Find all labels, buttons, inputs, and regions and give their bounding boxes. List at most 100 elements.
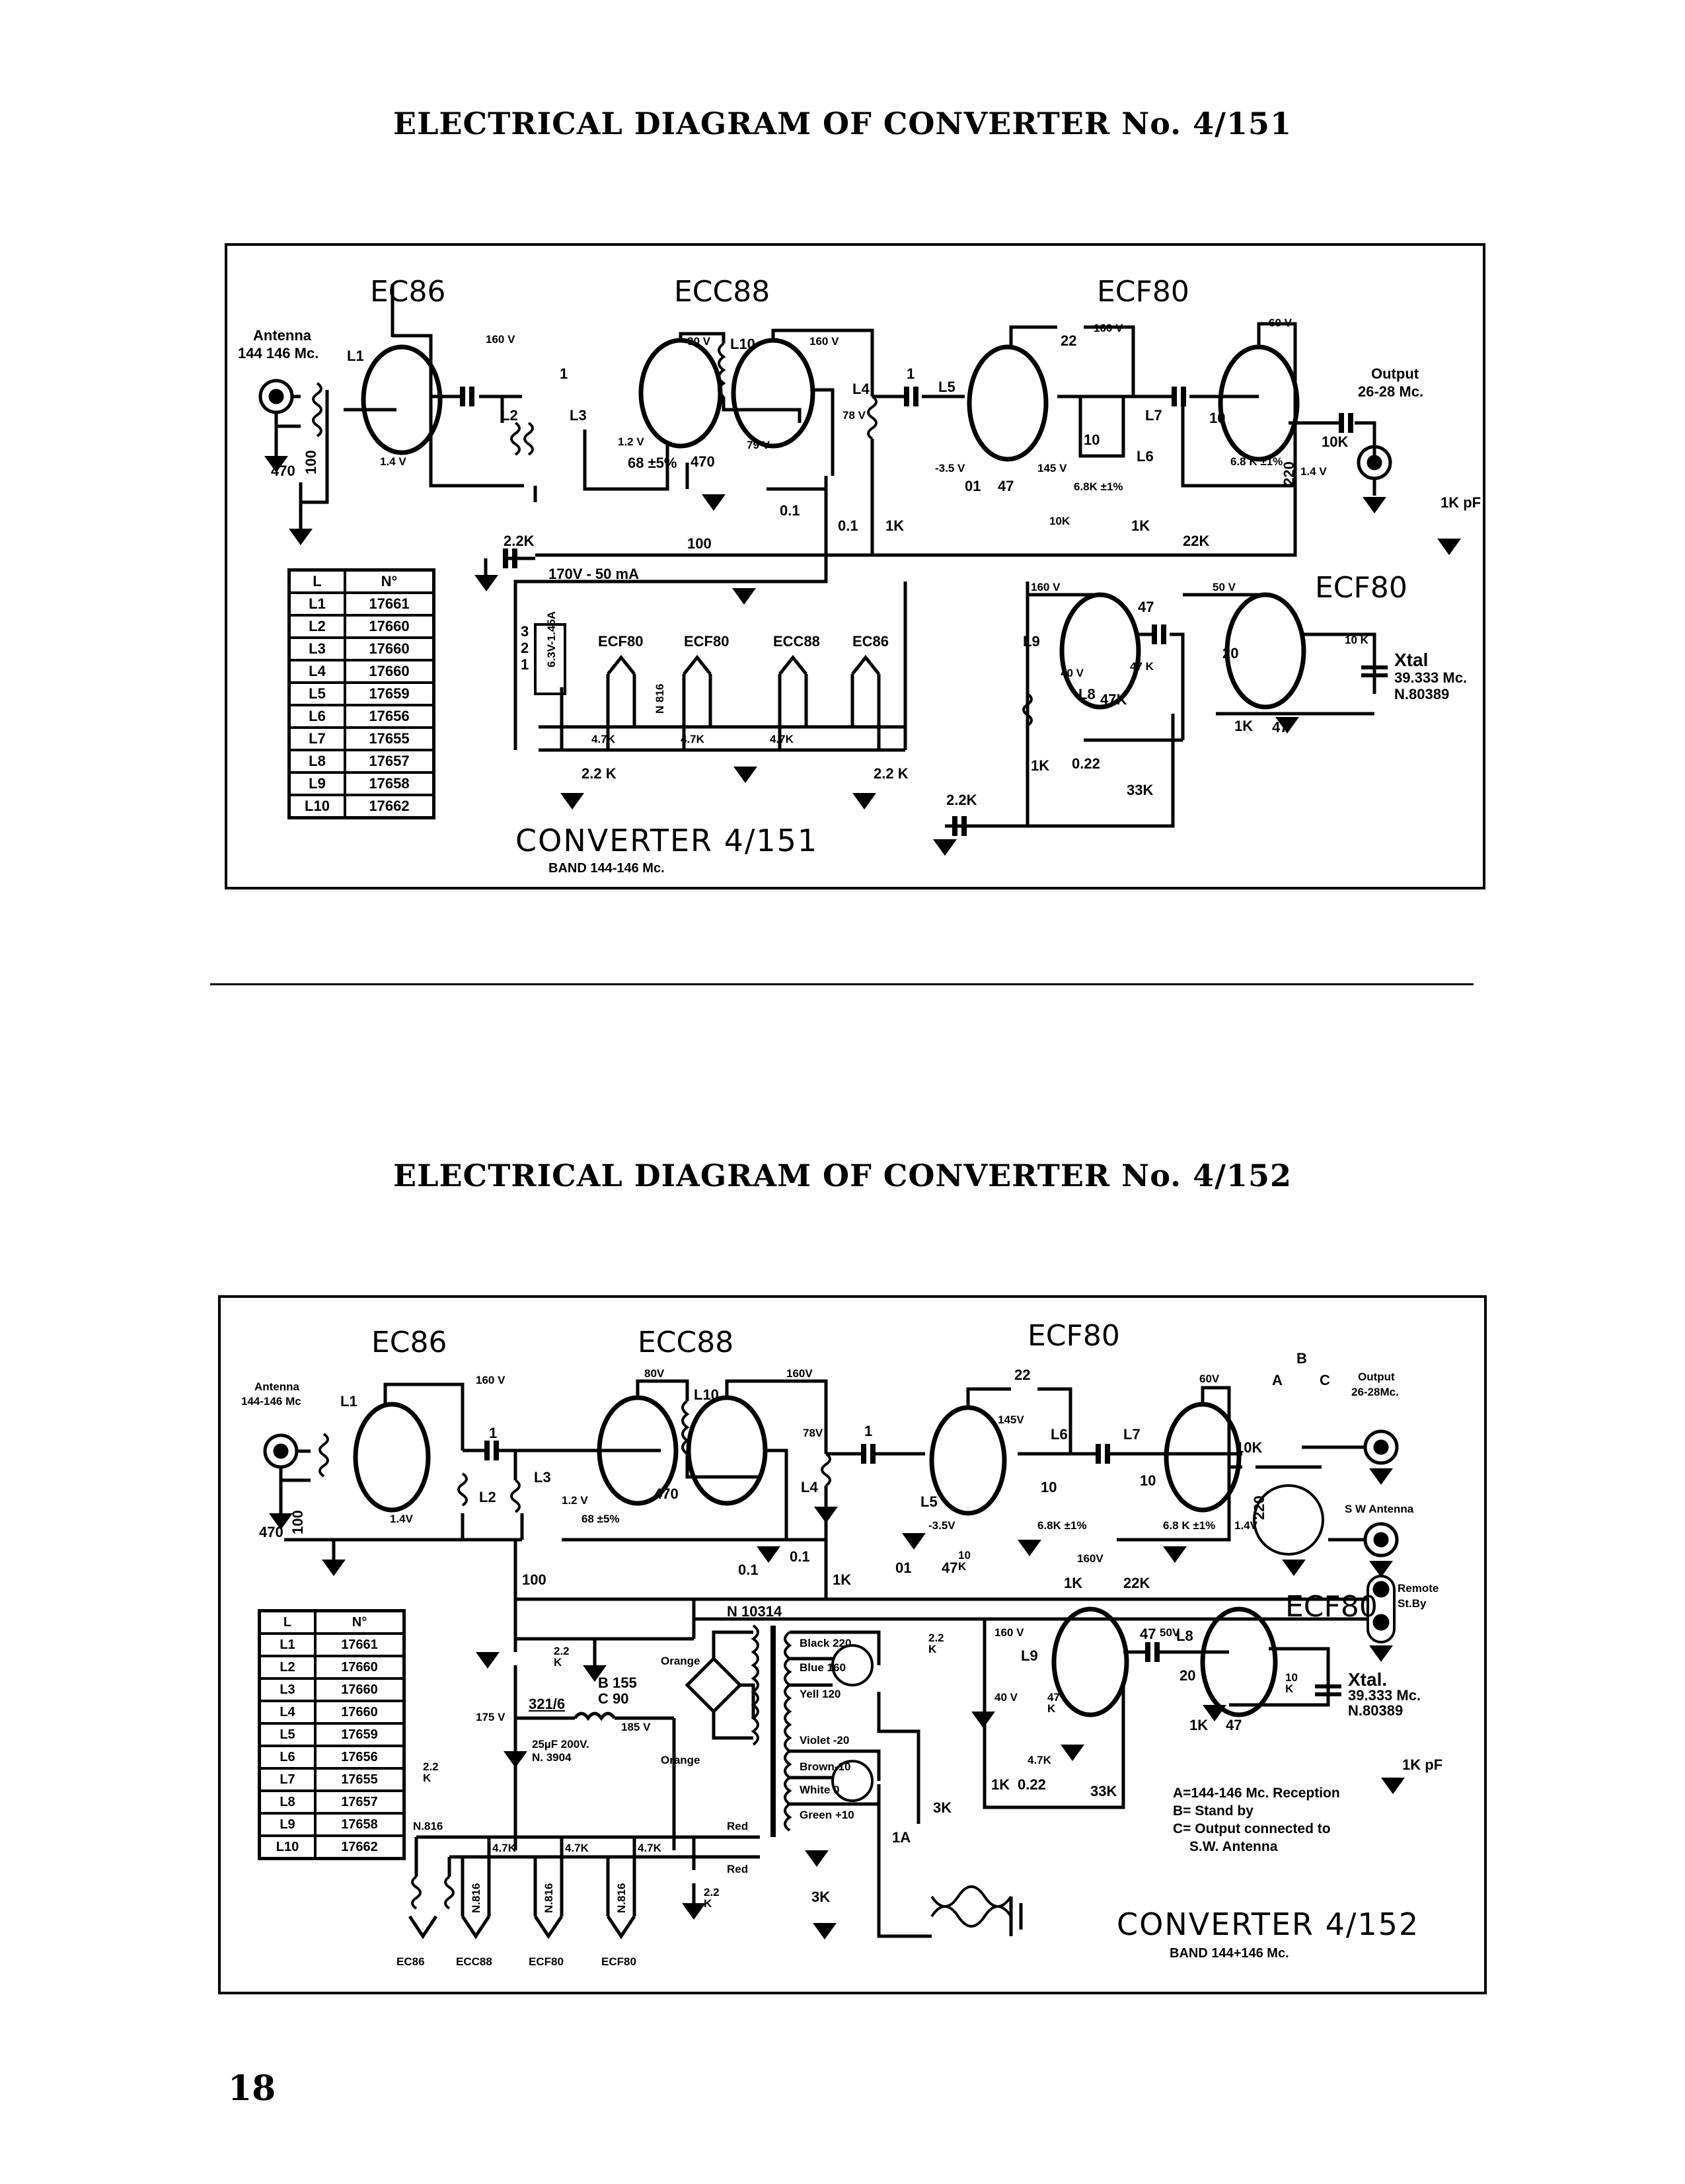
component-label: 0.1: [780, 502, 800, 519]
switch-position-a: A: [1272, 1372, 1283, 1388]
tube-label-ecf80-osc: ECF80: [1285, 1590, 1378, 1624]
heater-choke-label: N.816: [615, 1883, 628, 1913]
section-divider: [210, 983, 1474, 985]
coil-table-header: N°: [314, 1609, 406, 1635]
coil-part: 17657: [314, 1789, 406, 1815]
component-label: 4.7K: [1028, 1754, 1051, 1766]
component-label: 10: [1041, 1479, 1057, 1495]
voltage-label: 79 V: [747, 439, 770, 451]
xtal-part: N.80389: [1394, 686, 1450, 702]
heater-tube-label: ECF80: [684, 633, 730, 650]
winding-label: Orange: [661, 1754, 700, 1766]
legend-line: C= Output connected to: [1173, 1821, 1331, 1836]
coil-id: L5: [287, 681, 346, 706]
band-label-2: BAND 144+146 Mc.: [1170, 1946, 1289, 1961]
cap-3k: 3K: [933, 1799, 952, 1816]
component-label: 6.8 K ±1%: [1163, 1519, 1216, 1532]
tube-label-ecc88: ECC88: [674, 275, 770, 309]
winding-label: Black 220: [800, 1637, 852, 1649]
sw-antenna-label: S W Antenna: [1345, 1503, 1414, 1515]
component-label: 10: [1140, 1472, 1156, 1489]
component-label: 6.8K ±1%: [1037, 1519, 1087, 1532]
component-label: 470: [654, 1486, 679, 1502]
component-label: 10K: [1049, 515, 1070, 527]
component-label: 0.1: [790, 1548, 810, 1565]
feedthrough-label: 1K pF: [1441, 494, 1481, 511]
heater-tube-label: ECF80: [601, 1955, 636, 1968]
coil-id: L6: [258, 1745, 317, 1770]
coil-id: L3: [258, 1677, 317, 1702]
component-label: L2: [501, 407, 518, 424]
voltage-label: 145 V: [1037, 462, 1067, 474]
coil-part: 17661: [314, 1632, 406, 1657]
component-label: 2.2 K: [704, 1886, 720, 1910]
component-label: 1K: [833, 1571, 852, 1588]
fuse-label: 6.3V-1.45A: [545, 611, 558, 667]
standby-label: St.By: [1398, 1597, 1427, 1610]
voltage-label: 160 V: [809, 335, 839, 348]
voltage-label: -3.5V: [928, 1519, 955, 1532]
component-label: 2.2 K: [423, 1760, 439, 1784]
voltage-label: 1.4 V: [1300, 465, 1327, 478]
coil-part: 17660: [314, 1677, 406, 1702]
component-label: L5: [920, 1493, 938, 1510]
voltage-label: 80 V: [687, 335, 710, 348]
component-label: 47 K: [1130, 660, 1154, 673]
coil-id: L10: [258, 1834, 317, 1860]
coil-part: 17660: [314, 1655, 406, 1680]
rectifier-label: B 155 C 90: [598, 1675, 637, 1707]
tube-label-ec86: EC86: [371, 1326, 447, 1359]
component-label: 33K: [1090, 1783, 1117, 1799]
fuse-label: 1A: [892, 1829, 911, 1846]
heater-res-label: 4.7K: [638, 1842, 661, 1854]
legend-line: A=144-146 Mc. Reception: [1173, 1786, 1340, 1801]
component-label: 1K: [1131, 517, 1150, 534]
component-label: 220: [1281, 461, 1297, 486]
heater-res-label: 4.7K: [565, 1842, 589, 1854]
diagram-1-heading: ELECTRICAL DIAGRAM OF CONVERTER No. 4/15…: [393, 106, 1292, 141]
xtal-label: Xtal.: [1348, 1669, 1388, 1690]
heater-res-label: 4.7K: [492, 1842, 516, 1854]
component-label: 22K: [1183, 533, 1210, 549]
output-freq: 26-28 Mc.: [1358, 383, 1424, 400]
component-label: 1: [864, 1423, 873, 1439]
coil-part: 17655: [344, 726, 435, 751]
winding-label: Brown-10: [800, 1760, 851, 1773]
component-label: 1K: [1189, 1717, 1209, 1733]
component-label: 1K: [991, 1776, 1010, 1793]
component-label: L3: [570, 407, 587, 424]
tube-label-ec86: EC86: [370, 275, 446, 309]
component-label: 33K: [1127, 782, 1154, 798]
voltage-label: 60 V: [1269, 317, 1292, 329]
voltage-label: 145V: [998, 1413, 1024, 1426]
component-label: L10: [730, 336, 755, 352]
voltage-label: 160 V: [1094, 322, 1123, 334]
voltage-label: 50 V: [1213, 581, 1236, 593]
voltage-label: 160 V: [1031, 581, 1061, 593]
diagram-2-heading: ELECTRICAL DIAGRAM OF CONVERTER No. 4/15…: [393, 1158, 1292, 1193]
component-label: L6: [1051, 1426, 1068, 1443]
component-label: 1: [907, 365, 915, 382]
component-label: 47: [1226, 1717, 1242, 1733]
component-label: L4: [801, 1479, 818, 1495]
pin-1: 1: [521, 656, 529, 673]
converter-title-1: CONVERTER 4/151: [515, 823, 819, 858]
component-label: 47: [1140, 1626, 1156, 1642]
component-label: L2: [479, 1489, 496, 1505]
voltage-label: 1.4 V: [380, 455, 406, 468]
heater-tube-label: ECC88: [456, 1955, 492, 1968]
component-label: 1K: [1234, 718, 1254, 734]
coil-part: 17660: [314, 1700, 406, 1725]
antenna-label: Antenna: [254, 1380, 299, 1393]
winding-label: Blue 160: [800, 1661, 846, 1674]
component-label: 47 K: [1047, 1691, 1060, 1715]
